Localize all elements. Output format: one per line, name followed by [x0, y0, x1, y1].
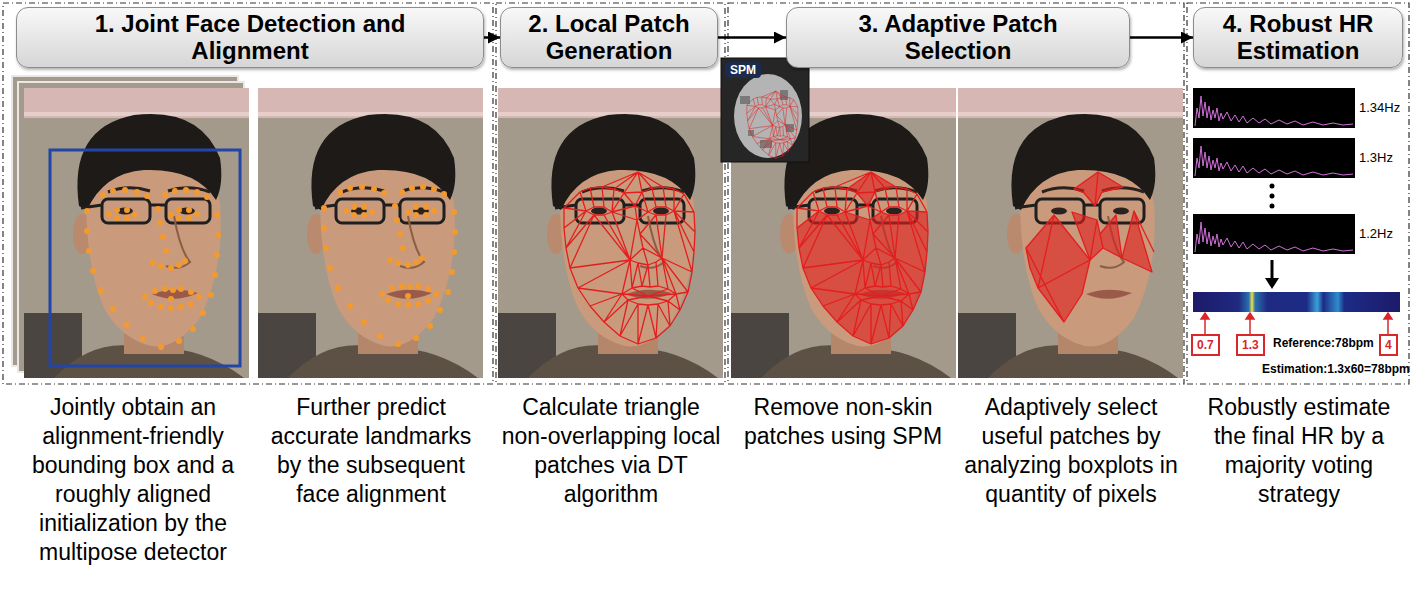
spm-map [721, 58, 809, 162]
stage-panel [1187, 3, 1409, 384]
flow-arrow [718, 36, 786, 39]
stage-caption: Jointly obtain an alignment-friendly bou… [8, 393, 258, 567]
stage-caption: Further predict accurate landmarks by th… [258, 393, 484, 509]
stage-header: 3. Adaptive Patch Selection [786, 7, 1130, 68]
hr-histogram-bar [1193, 292, 1400, 312]
estimation-note: Estimation:1.3x60=78bpm [1262, 362, 1410, 376]
pointer-head [1246, 313, 1254, 319]
pointer-head [1201, 313, 1209, 319]
spectrum-plot [1193, 88, 1355, 128]
face-photo [498, 88, 723, 378]
spectrum-plot [1193, 138, 1355, 178]
spm-mesh [747, 91, 798, 158]
rough-landmarks [87, 190, 218, 347]
node-text: 4 [1385, 338, 1392, 352]
skin-patches [797, 172, 928, 344]
pointer-line [1249, 318, 1251, 334]
patch-mesh [564, 172, 695, 344]
stage-header: 2. Local Patch Generation [500, 7, 718, 68]
selected-patch [1074, 172, 1123, 206]
aligned-landmarks [324, 187, 455, 344]
bounding-box [50, 150, 240, 366]
stage-panel [496, 3, 725, 384]
frequency-value: 1.2Hz [1359, 226, 1393, 242]
stage-panel [3, 3, 493, 384]
patch-mesh [797, 172, 928, 344]
face-photo [24, 88, 249, 378]
node-text: SPM [730, 63, 756, 77]
node-text: 1.3 [1242, 338, 1259, 352]
face-photo [258, 88, 483, 378]
pointer-head [1384, 313, 1392, 319]
selected-patch [1122, 211, 1154, 272]
frequency-marker: 1.3 [1236, 334, 1265, 356]
ellipsis-dots [1270, 186, 1275, 206]
frequency-value: 1.3Hz [1359, 150, 1393, 166]
map-tag: SPM [725, 62, 761, 78]
stage-caption: Remove non-skin patches using SPM [738, 393, 948, 451]
pointer-line [1387, 318, 1389, 334]
stage-caption: Adaptively select useful patches by anal… [958, 393, 1184, 509]
down-arrow [1271, 260, 1274, 280]
face-photo [958, 88, 1183, 378]
reference-note: Reference:78bpm [1273, 336, 1374, 350]
frequency-marker: 0.7 [1191, 334, 1220, 356]
selected-patch [1072, 212, 1122, 260]
stage-header: 1. Joint Face Detection and Alignment [16, 7, 484, 68]
node-text: 3. Adaptive Patch Selection [807, 11, 1109, 64]
pointer-line [1204, 318, 1206, 334]
stage-caption: Calculate triangle non-overlapping local… [498, 393, 724, 509]
spm-skin [734, 74, 802, 158]
stage-header: 4. Robust HR Estimation [1193, 7, 1403, 68]
down-arrowhead [1265, 278, 1279, 289]
node-text: 2. Local Patch Generation [511, 11, 707, 64]
frequency-value: 1.34Hz [1359, 100, 1400, 116]
frequency-marker: 4 [1379, 334, 1398, 356]
stage-caption: Robustly estimate the final HR by a majo… [1190, 393, 1408, 509]
flow-arrow [1130, 36, 1193, 39]
spectrum-plot [1193, 214, 1355, 254]
stage-panel [728, 3, 1184, 384]
node-text: 1. Joint Face Detection and Alignment [37, 11, 463, 64]
flow-arrow [484, 36, 500, 39]
node-text: 0.7 [1197, 338, 1214, 352]
node-text: 4. Robust HR Estimation [1206, 11, 1390, 64]
